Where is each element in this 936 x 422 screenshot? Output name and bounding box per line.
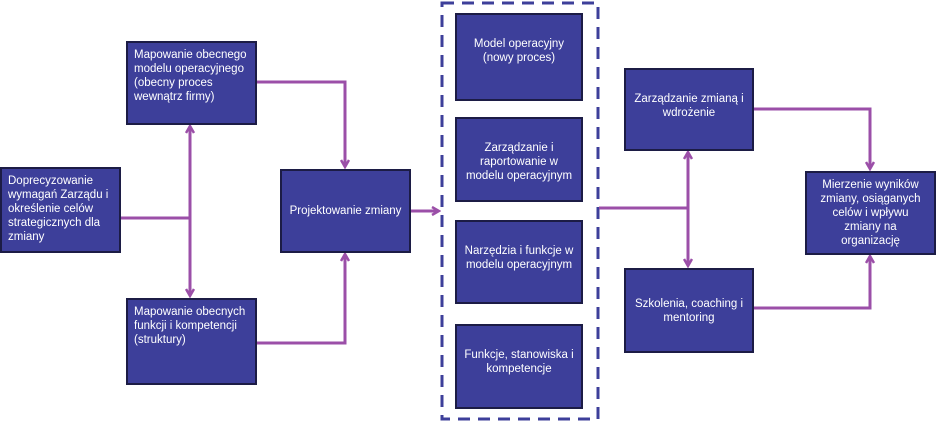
- node-label: Narzędzia i funkcje w modelu operacyjnym: [464, 245, 574, 271]
- node-current-functions: Mapowanie obecnych funkcji i kompetencji…: [126, 298, 257, 385]
- arrow-change-management-to-measurement: [753, 107, 870, 169]
- node-management-reporting: Zarządzanie i raportowanie w modelu oper…: [455, 117, 583, 202]
- arrow-current-functions-to-design: [256, 254, 345, 345]
- arrow-training-to-measurement: [753, 256, 870, 310]
- node-design: Projektowanie zmiany: [280, 169, 411, 253]
- node-tools-functions: Narzędzia i funkcje w modelu operacyjnym: [455, 220, 583, 304]
- node-operating-model: Model operacyjny (nowy proces): [455, 13, 583, 101]
- node-label: Model operacyjny (nowy proces): [473, 38, 565, 64]
- node-label: Zarządzanie i raportowanie w modelu oper…: [465, 142, 573, 182]
- new-model-group-frame: [440, 1, 600, 421]
- node-label: Szkolenia, coaching i mentoring: [634, 297, 744, 324]
- node-label: Mierzenie wyników zmiany, osiąganych cel…: [820, 179, 921, 247]
- node-requirements: Doprecyzowanie wymagań Zarządu i określe…: [0, 167, 121, 253]
- node-label: Mapowanie obecnego modelu operacyjnego (…: [134, 49, 247, 103]
- arrow-current-model-to-design: [256, 80, 345, 167]
- node-current-model: Mapowanie obecnego modelu operacyjnego (…: [126, 41, 257, 125]
- node-label: Doprecyzowanie wymagań Zarządu i określe…: [8, 175, 109, 243]
- node-label: Funkcje, stanowiska i kompetencje: [464, 349, 574, 375]
- node-label: Projektowanie zmiany: [289, 205, 402, 217]
- node-change-management: Zarządzanie zmianą i wdrożenie: [624, 68, 754, 151]
- node-roles-competencies: Funkcje, stanowiska i kompetencje: [455, 324, 583, 409]
- node-training: Szkolenia, coaching i mentoring: [624, 268, 754, 353]
- node-label: Zarządzanie zmianą i wdrożenie: [634, 93, 744, 119]
- node-label: Mapowanie obecnych funkcji i kompetencji…: [134, 306, 246, 346]
- node-measurement: Mierzenie wyników zmiany, osiąganych cel…: [805, 171, 936, 255]
